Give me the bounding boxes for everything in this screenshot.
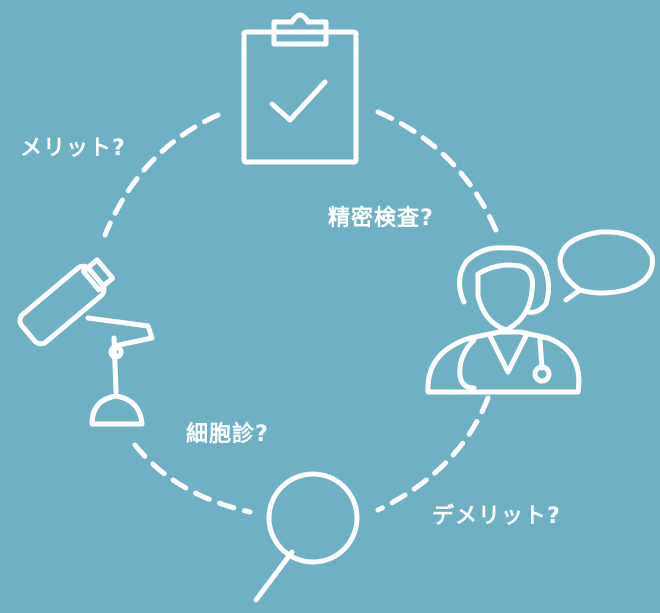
arc-top-left	[102, 112, 221, 238]
detailed-exam-label: 精密検査?	[328, 206, 434, 231]
magnifier-icon	[253, 471, 360, 603]
clipboard-check-icon	[241, 12, 359, 165]
microscope-icon	[17, 257, 155, 427]
arc-bottom-left	[132, 442, 253, 515]
merit-label: メリット?	[20, 136, 126, 161]
arc-top-right	[375, 109, 503, 243]
cycle-arcs	[102, 109, 503, 515]
speech-bubble-icon	[557, 229, 655, 303]
arc-bottom-right	[375, 395, 491, 513]
doctor-icon	[425, 245, 582, 395]
cytology-label: 細胞診?	[186, 422, 269, 447]
demerit-label: デメリット?	[432, 504, 561, 529]
